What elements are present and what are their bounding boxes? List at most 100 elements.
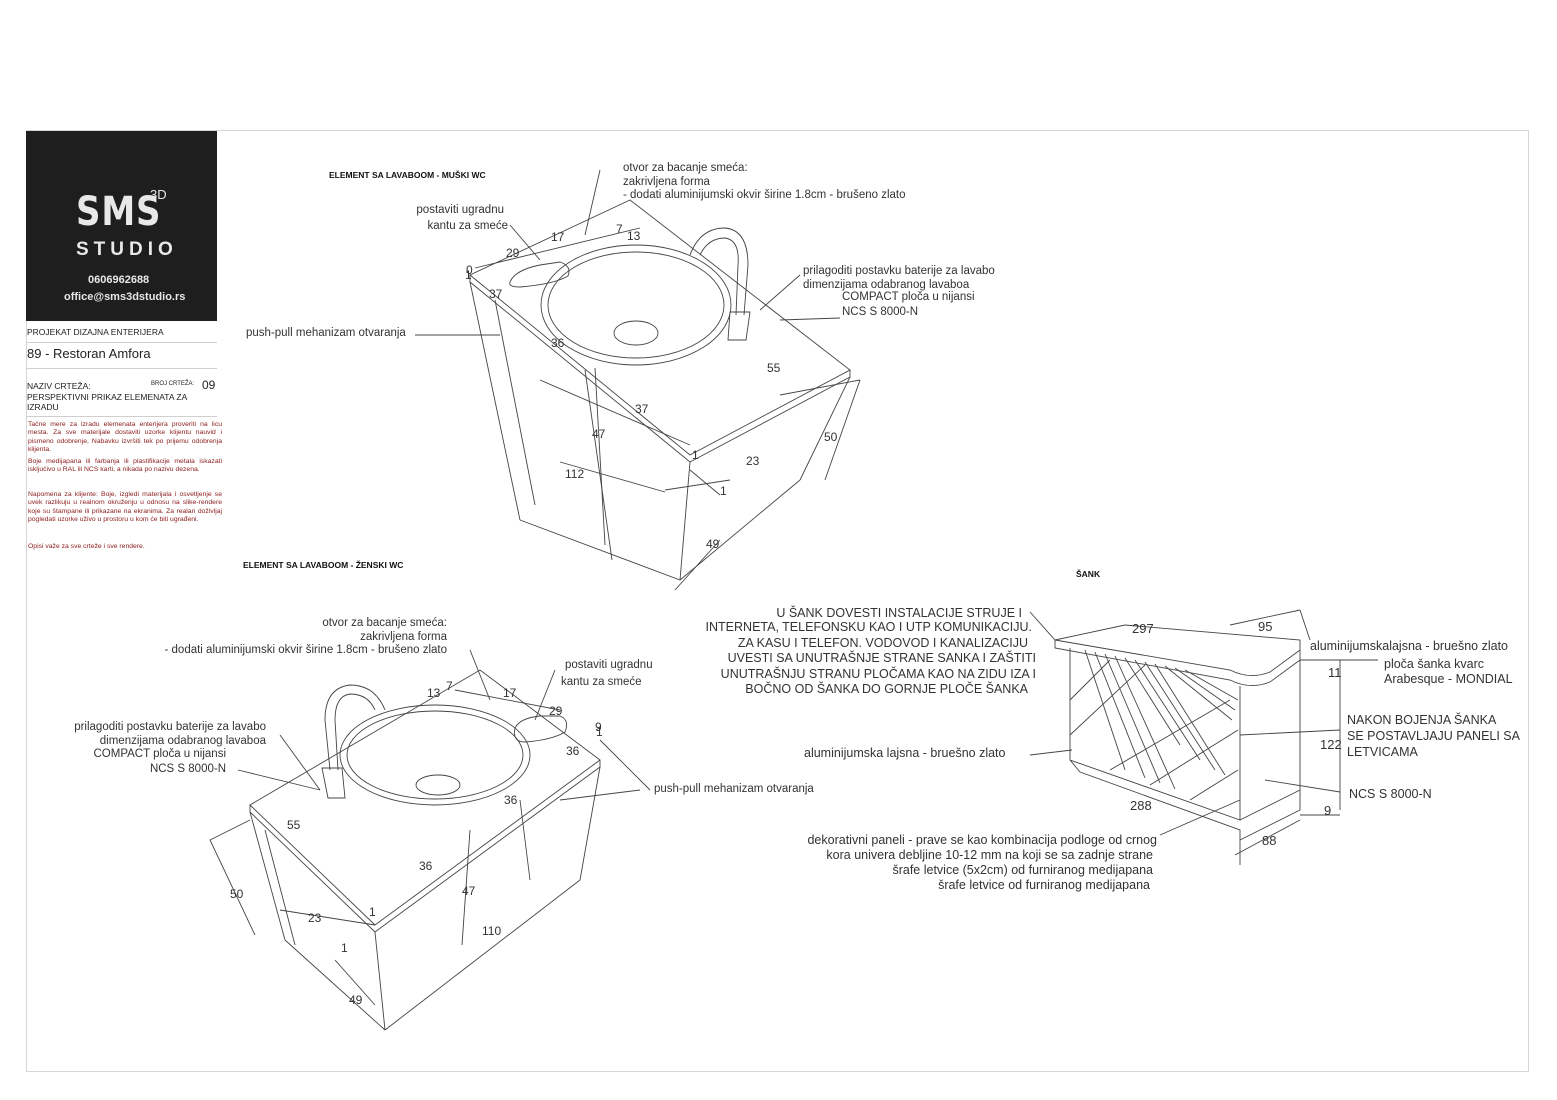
dim: 29 bbox=[506, 246, 520, 260]
title-divider bbox=[26, 368, 217, 369]
drawing-sheet-frame bbox=[26, 130, 1529, 1072]
dim: 47 bbox=[462, 884, 476, 898]
dim: 36 bbox=[551, 336, 565, 350]
drawing-number: 09 bbox=[202, 378, 216, 392]
drawing-name-label: NAZIV CRTEŽA: bbox=[27, 381, 91, 391]
dim: 36 bbox=[419, 859, 433, 873]
dim: 13 bbox=[627, 229, 641, 243]
dim: 122 bbox=[1320, 737, 1342, 752]
sank-dekorativni-2: kora univera debljine 10-12 mm na koji s… bbox=[826, 848, 1153, 862]
sank-dekorativni-1: dekorativni paneli - prave se kao kombin… bbox=[807, 833, 1157, 847]
dim: 49 bbox=[706, 537, 720, 551]
muski-compact-2: NCS S 8000-N bbox=[842, 306, 919, 318]
dim: 55 bbox=[767, 361, 781, 375]
drawing-name: PERSPEKTIVNI PRIKAZ ELEMENATA ZA IZRADU bbox=[27, 392, 187, 412]
bar-counter bbox=[1029, 609, 1378, 865]
zenski-baterija-1: prilagoditi postavku baterije za lavabo bbox=[74, 721, 266, 733]
muski-baterija-1: prilagoditi postavku baterije za lavabo bbox=[803, 265, 995, 277]
dim: 49 bbox=[349, 993, 363, 1007]
dim: 17 bbox=[503, 686, 517, 700]
project-name: 89 - Restoran Amfora bbox=[27, 346, 151, 361]
sank-instalacije-1: U ŠANK DOVESTI INSTALACIJE STRUJE I bbox=[776, 606, 1022, 620]
dim: 1 bbox=[465, 268, 472, 282]
dim: 1 bbox=[369, 905, 376, 919]
zenski-kanta-2: kantu za smeće bbox=[561, 676, 642, 688]
title-divider bbox=[26, 416, 217, 417]
dim: 29 bbox=[549, 704, 563, 718]
logo-superscript: 3D bbox=[150, 187, 167, 202]
logo-email: office@sms3dstudio.rs bbox=[64, 291, 186, 303]
muski-otvor-3: - dodati aluminijumski okvir širine 1.8c… bbox=[623, 189, 906, 201]
muski-otvor-1: otvor za bacanje smeća: bbox=[623, 162, 748, 174]
drawing-number-label: BROJ CRTEŽA: bbox=[151, 381, 195, 387]
note-measurements: Tačne mere za izradu elemenata enterijer… bbox=[28, 421, 222, 453]
sank-instalacije-6: BOČNO OD ŠANKA DO GORNJE PLOČE ŠANKA bbox=[745, 682, 1028, 696]
dim: 7 bbox=[616, 222, 623, 236]
note-client: Napomena za klijente: Boje, izgledi mate… bbox=[28, 491, 222, 523]
dim: 11 bbox=[1328, 665, 1342, 680]
dim: 17 bbox=[551, 230, 565, 244]
logo-studio: STUDIO bbox=[76, 239, 178, 260]
dim: 50 bbox=[824, 430, 838, 444]
zenski-otvor-2: zakrivljena forma bbox=[360, 631, 447, 643]
zenski-compact-1: COMPACT ploča u nijansi bbox=[93, 748, 226, 760]
dim: 37 bbox=[635, 402, 649, 416]
sank-paneli-1: NAKON BOJENJA ŠANKA bbox=[1347, 713, 1497, 727]
sank-ploca-2: Arabesque - MONDIAL bbox=[1384, 672, 1513, 686]
zenski-kanta-1: postaviti ugradnu bbox=[565, 659, 653, 671]
sank-instalacije-2: INTERNETA, TELEFONSKU KAO I UTP KOMUNIKA… bbox=[705, 620, 1032, 634]
title-zenski: ELEMENT SA LAVABOOM - ŽENSKI WC bbox=[243, 560, 404, 570]
dim: 47 bbox=[592, 427, 606, 441]
logo-brand: SMS bbox=[76, 189, 162, 235]
dim: 9 bbox=[595, 720, 602, 734]
dim: 37 bbox=[489, 287, 503, 301]
cabinet-muski bbox=[415, 169, 861, 591]
note-descriptions: Opisi važe za sve crteže i sve rendere. bbox=[28, 543, 145, 550]
project-label: PROJEKAT DIZAJNA ENTERIJERA bbox=[27, 327, 164, 337]
zenski-otvor-3: - dodati aluminijumski okvir širine 1.8c… bbox=[164, 644, 448, 656]
dim: 7 bbox=[446, 679, 453, 693]
sank-lajsna-side: aluminijumska lajsna - bruešno zlato bbox=[804, 746, 1006, 760]
sank-instalacije-4: UVESTI SA UNUTRAŠNJE STRANE SANKA I ZAŠT… bbox=[727, 651, 1036, 665]
muski-otvor-2: zakrivljena forma bbox=[623, 176, 710, 188]
dim: 288 bbox=[1130, 798, 1152, 813]
title-muski: ELEMENT SA LAVABOOM - MUŠKI WC bbox=[329, 170, 486, 180]
dim: 110 bbox=[482, 924, 502, 938]
sank-instalacije-3: ZA KASU I TELEFON. VODOVOD I KANALIZACIJ… bbox=[737, 636, 1028, 650]
zenski-push-pull: push-pull mehanizam otvaranja bbox=[654, 783, 814, 795]
sank-paneli-3: LETVICAMA bbox=[1347, 745, 1418, 759]
title-divider bbox=[26, 342, 217, 343]
dim: 9 bbox=[1324, 803, 1332, 818]
dim: 23 bbox=[746, 454, 760, 468]
zenski-otvor-1: otvor za bacanje smeća: bbox=[322, 617, 447, 629]
sank-dekorativni-3: šrafe letvice (5x2cm) od furniranog medi… bbox=[892, 863, 1153, 877]
zenski-compact-2: NCS S 8000-N bbox=[149, 763, 226, 775]
note-colors: Boje medijapana ili farbanja ili plastif… bbox=[28, 458, 222, 474]
muski-compact-1: COMPACT ploča u nijansi bbox=[842, 291, 975, 303]
dim: 23 bbox=[308, 911, 322, 925]
dim: 112 bbox=[565, 467, 585, 481]
logo-phone: 0606962688 bbox=[88, 274, 150, 286]
dim: 55 bbox=[287, 818, 301, 832]
muski-kanta-1: postaviti ugradnu bbox=[416, 204, 504, 216]
dim: 88 bbox=[1262, 833, 1277, 848]
sank-dekorativni-4: šrafe letvice od furniranog medijapana bbox=[938, 878, 1150, 892]
dim: 297 bbox=[1132, 621, 1154, 636]
sank-ncs: NCS S 8000-N bbox=[1349, 787, 1432, 801]
sank-paneli-2: SE POSTAVLJAJU PANELI SA bbox=[1347, 729, 1520, 743]
studio-logo: SMS 3D STUDIO 0606962688 office@sms3dstu… bbox=[26, 131, 217, 321]
dim: 13 bbox=[427, 686, 441, 700]
dim: 1 bbox=[692, 448, 699, 462]
dim: 95 bbox=[1258, 619, 1273, 634]
muski-kanta-2: kantu za smeće bbox=[427, 220, 508, 232]
dim: 1 bbox=[341, 941, 348, 955]
title-sank: ŠANK bbox=[1076, 569, 1101, 579]
dim: 0 bbox=[466, 263, 473, 277]
dim: 50 bbox=[230, 887, 244, 901]
dim: 1 bbox=[720, 484, 727, 498]
cabinet-zenski bbox=[209, 649, 651, 1031]
dim: 36 bbox=[504, 793, 518, 807]
sank-ploca-1: ploča šanka kvarc bbox=[1384, 657, 1485, 671]
dim: 1 bbox=[596, 725, 603, 739]
